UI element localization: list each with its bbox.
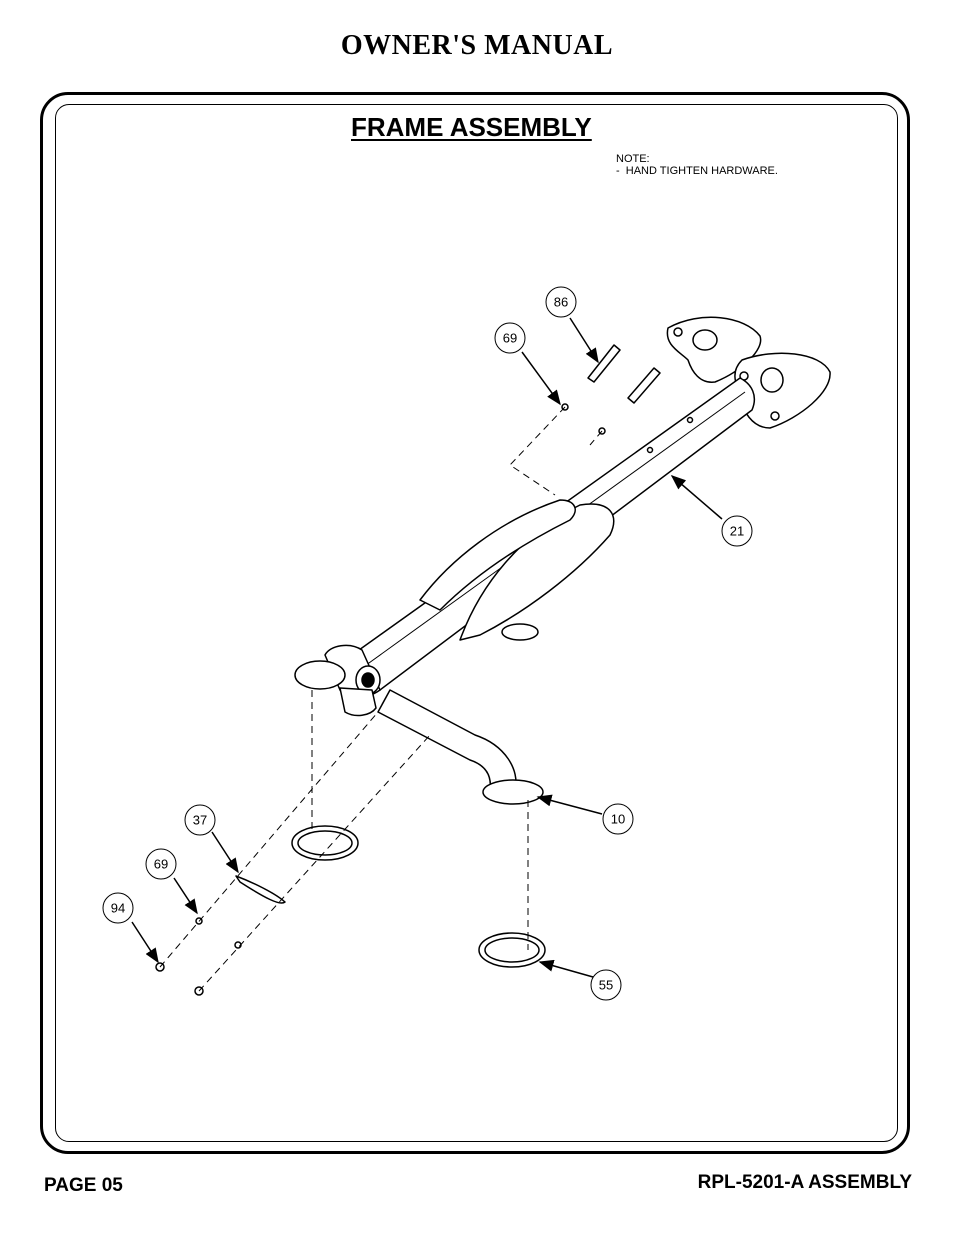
plate-bolt-hole bbox=[770, 411, 780, 421]
cross-member bbox=[377, 689, 517, 791]
rail-hole bbox=[686, 416, 694, 424]
callout-55: 55 bbox=[599, 978, 613, 993]
manual-title: OWNER'S MANUAL bbox=[340, 30, 614, 61]
foot-plate-right bbox=[482, 779, 544, 805]
page-border-outer bbox=[40, 92, 910, 1154]
note-line: - HAND TIGHTEN HARDWARE. bbox=[616, 165, 778, 177]
plate-bolt-hole bbox=[673, 327, 683, 337]
callout-69-bottom: 69 bbox=[154, 857, 168, 872]
bolt-86-a bbox=[587, 344, 621, 383]
callout-94: 94 bbox=[111, 901, 125, 916]
page-border-inner bbox=[55, 104, 898, 1142]
foot-plate-left bbox=[294, 660, 346, 690]
page-number: PAGE 05 bbox=[44, 1175, 123, 1196]
callout-10: 10 bbox=[611, 812, 625, 827]
plate-hole-right bbox=[760, 367, 784, 393]
bolt-86-b bbox=[627, 367, 661, 404]
callout-86: 86 bbox=[554, 295, 568, 310]
plate-hole-left bbox=[692, 329, 718, 351]
callout-21: 21 bbox=[730, 524, 744, 539]
assembly-line bbox=[198, 734, 431, 992]
note-heading: NOTE: bbox=[616, 153, 650, 165]
section-title: FRAME ASSEMBLY bbox=[351, 112, 592, 142]
assembly-line bbox=[509, 406, 566, 496]
curved-brace-upper bbox=[419, 499, 576, 611]
callout-69-top: 69 bbox=[503, 331, 517, 346]
assembly-note: NOTE: - HAND TIGHTEN HARDWARE. bbox=[616, 153, 778, 177]
assembly-line bbox=[159, 711, 379, 968]
assembly-line bbox=[589, 430, 603, 446]
model-assembly-label: RPL-5201-A ASSEMBLY bbox=[697, 1172, 912, 1193]
spacer-37 bbox=[235, 875, 286, 904]
cross-member-top bbox=[501, 623, 539, 641]
curved-brace bbox=[459, 503, 615, 641]
rail-hole bbox=[646, 446, 654, 454]
callout-37: 37 bbox=[193, 813, 207, 828]
